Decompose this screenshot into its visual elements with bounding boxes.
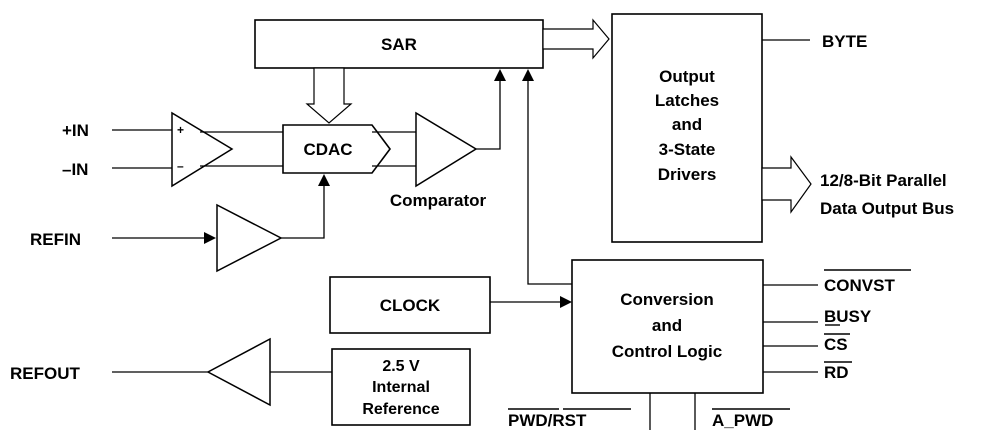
control-logic-block bbox=[571, 259, 764, 394]
logic-line-1: Conversion bbox=[620, 290, 714, 309]
comparator-label: Comparator bbox=[390, 191, 487, 210]
comp-to-sar-wire bbox=[476, 80, 501, 150]
convst-label: CONVST bbox=[824, 276, 895, 295]
sar-to-latches-bus bbox=[542, 18, 610, 60]
latches-line-1: Output bbox=[659, 67, 715, 86]
logic-to-sar-wire bbox=[527, 80, 572, 285]
refin-to-cdac-wire bbox=[281, 186, 325, 239]
refout-buffer bbox=[206, 337, 271, 407]
data-output-bus-arrow bbox=[761, 155, 812, 214]
refout-label: REFOUT bbox=[10, 364, 81, 383]
bus-label-1: 12/8-Bit Parallel bbox=[820, 171, 947, 190]
refin-arrowhead bbox=[204, 232, 216, 244]
cdac-label: CDAC bbox=[303, 140, 352, 159]
ref-line-3: Reference bbox=[362, 401, 439, 418]
comp-to-sar-arrowhead bbox=[494, 69, 506, 81]
amp-plus-sign: + bbox=[177, 123, 184, 137]
output-latches-block bbox=[611, 13, 763, 243]
latches-line-5: Drivers bbox=[658, 165, 717, 184]
ref-line-2: Internal bbox=[372, 379, 430, 396]
busy-label: BUSY bbox=[824, 307, 872, 326]
rd-label: RD bbox=[824, 363, 849, 382]
sar-block bbox=[254, 19, 544, 69]
ref-line-1: 2.5 V bbox=[382, 358, 420, 375]
cdac-block bbox=[282, 124, 391, 174]
minus-in-label: –IN bbox=[62, 160, 88, 179]
bus-label-2: Data Output Bus bbox=[820, 199, 954, 218]
latches-line-2: Latches bbox=[655, 91, 719, 110]
input-amplifier bbox=[171, 111, 234, 188]
a-pwd-label: A_PWD bbox=[712, 411, 773, 430]
logic-line-3: Control Logic bbox=[612, 342, 722, 361]
amp-minus-sign: – bbox=[177, 159, 184, 173]
clock-block bbox=[329, 276, 491, 334]
refin-to-cdac-arrowhead bbox=[318, 174, 330, 186]
pwd-rst-label: PWD/RST bbox=[508, 411, 587, 430]
byte-label: BYTE bbox=[822, 32, 867, 51]
latches-line-3: and bbox=[672, 115, 702, 134]
internal-reference-block bbox=[331, 348, 471, 426]
clock-to-logic-arrowhead bbox=[560, 296, 572, 308]
comparator-amplifier bbox=[415, 111, 478, 188]
refin-label: REFIN bbox=[30, 230, 81, 249]
plus-in-label: +IN bbox=[62, 121, 89, 140]
cs-label: CS bbox=[824, 335, 848, 354]
logic-to-sar-arrowhead bbox=[522, 69, 534, 81]
clock-label: CLOCK bbox=[380, 296, 441, 315]
refin-buffer bbox=[216, 203, 283, 273]
logic-line-2: and bbox=[652, 316, 682, 335]
sar-to-cdac-bus bbox=[305, 67, 353, 124]
sar-label: SAR bbox=[381, 35, 417, 54]
latches-line-4: 3-State bbox=[659, 140, 716, 159]
